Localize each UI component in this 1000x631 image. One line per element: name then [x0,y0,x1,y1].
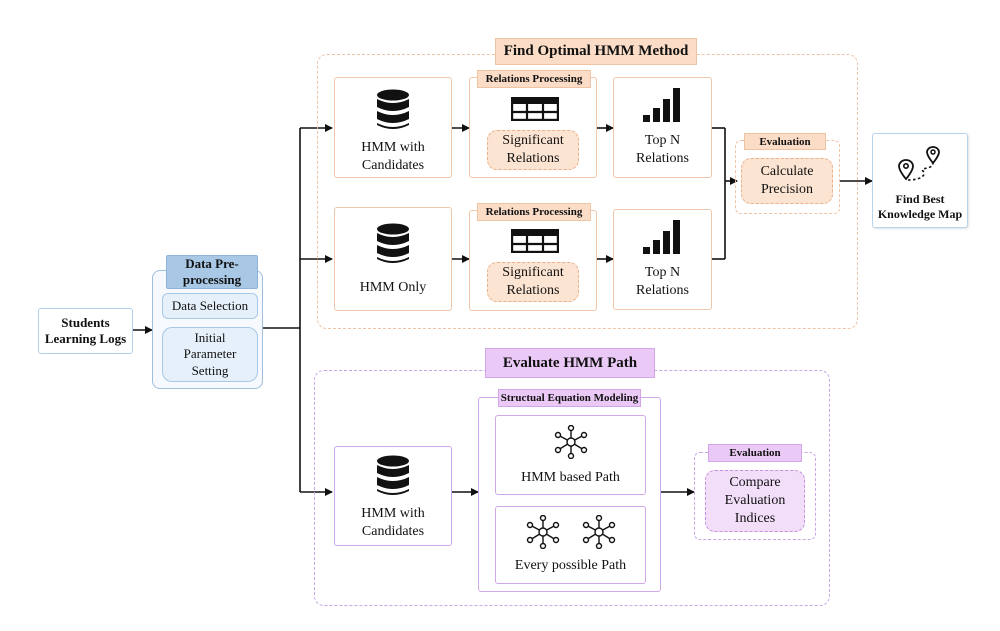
sem-title: Structual Equation Modeling [500,392,639,404]
compare-evaluation-label: Compare Evaluation Indices [724,475,786,526]
hmm-path-title-tag: Evaluate HMM Path [485,348,655,378]
find-best-knowledge-map-box: Find Best Knowledge Map [872,133,968,228]
calculate-precision-box: Calculate Precision [741,158,833,204]
hmm-candidates-label-path: HMM with Candidates [361,506,425,539]
significant-relations-box-2: Significant Relations [487,262,579,302]
initial-parameter-box: Initial Parameter Setting [162,327,258,382]
significant-relations-label-2: Significant Relations [502,265,564,298]
find-best-label: Find Best Knowledge Map [877,191,963,221]
students-learning-logs-label: Students Learning Logs [44,314,127,346]
bar-chart-icon [642,219,680,254]
significant-relations-label-1: Significant Relations [502,133,564,166]
relations-processing-title-2: Relations Processing [485,206,583,218]
data-selection-label: Data Selection [171,297,249,313]
optimal-method-title: Find Optimal HMM Method [503,43,689,59]
preprocessing-title: Data Pre- processing [182,255,242,287]
top-n-label-2: Top N Relations [636,264,689,298]
network-icon [526,515,559,550]
every-possible-path-label: Every possible Path [514,558,627,574]
data-selection-box: Data Selection [162,293,258,319]
every-possible-path-box: Every possible Path [495,506,646,584]
database-icon [377,455,409,496]
evaluation-tag-optimal: Evaluation [744,133,826,150]
relations-processing-tag-1: Relations Processing [477,70,591,88]
top-n-box-2: Top N Relations [613,209,712,310]
database-icon [377,223,409,264]
top-n-label-1: Top N Relations [636,132,689,166]
relations-processing-title-1: Relations Processing [485,73,583,85]
hmm-candidates-label-1: HMM with Candidates [361,139,425,173]
hmm-path-title: Evaluate HMM Path [502,354,638,371]
students-learning-logs-box: Students Learning Logs [38,308,133,354]
hmm-candidates-box-path: HMM with Candidates [334,446,452,546]
hmm-only-box: HMM Only [334,207,452,311]
map-route-icon [898,145,940,181]
evaluation-tag-path: Evaluation [708,444,802,462]
hmm-based-path-box: HMM based Path [495,415,646,495]
significant-relations-box-1: Significant Relations [487,130,579,170]
network-icon [554,425,587,460]
evaluation-title-path: Evaluation [729,447,781,459]
preprocessing-title-tag: Data Pre- processing [166,255,258,289]
bar-chart-icon [642,87,680,122]
hmm-only-label: HMM Only [359,280,427,296]
relations-processing-tag-2: Relations Processing [477,203,591,221]
hmm-candidates-box-1: HMM with Candidates [334,77,452,178]
hmm-based-path-label: HMM based Path [521,470,620,486]
table-icon [511,97,559,121]
database-icon [377,89,409,129]
initial-parameter-label: Initial Parameter Setting [183,330,237,378]
calculate-precision-label: Calculate Precision [760,164,814,197]
optimal-method-title-tag: Find Optimal HMM Method [495,38,697,65]
network-icon [582,515,615,550]
compare-evaluation-box: Compare Evaluation Indices [705,470,805,532]
table-icon [511,229,559,253]
sem-title-tag: Structual Equation Modeling [498,389,641,407]
evaluation-title-optimal: Evaluation [759,135,811,148]
top-n-box-1: Top N Relations [613,77,712,178]
